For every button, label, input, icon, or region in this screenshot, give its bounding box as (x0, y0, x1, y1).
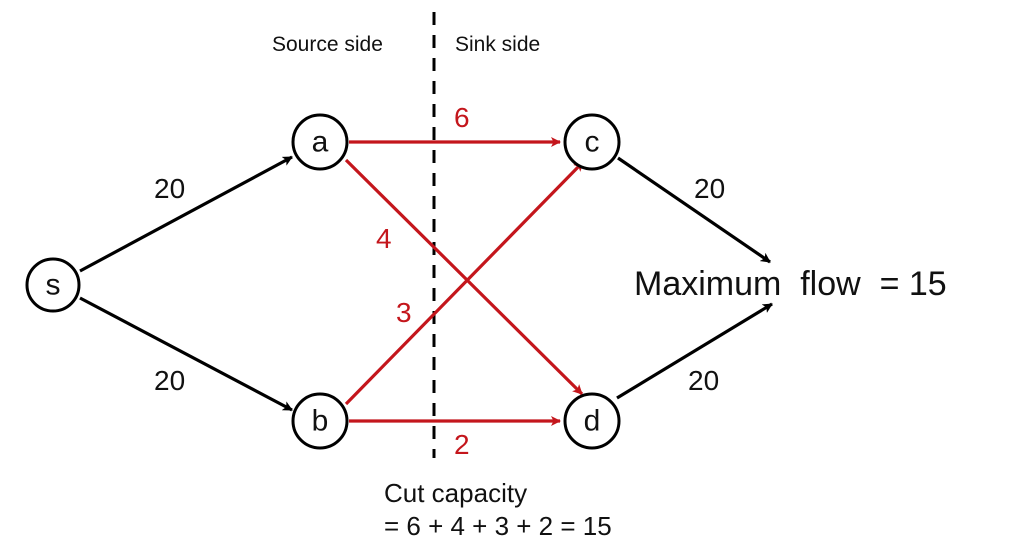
capacity-b-c: 3 (396, 297, 412, 328)
node-b-label: b (312, 405, 329, 438)
max-flow-label: Maximum flow = 15 (634, 265, 947, 303)
capacity-d-sink: 20 (688, 365, 719, 396)
edge-s-a (79, 155, 293, 273)
capacity-s-b: 20 (154, 365, 185, 396)
capacity-a-c: 6 (454, 102, 470, 133)
node-s-label: s (46, 269, 61, 302)
cut-capacity-title: Cut capacity (384, 478, 527, 508)
node-c: c (563, 113, 621, 171)
node-s: s (25, 257, 81, 313)
edge-a-d (344, 158, 584, 396)
capacity-c-sink: 20 (694, 173, 725, 204)
sink-side-label: Sink side (455, 33, 540, 56)
edge-c-sink (617, 156, 771, 264)
cut-capacity-formula: = 6 + 4 + 3 + 2 = 15 (384, 511, 612, 541)
node-d-label: d (584, 405, 601, 438)
source-side-label: Source side (272, 33, 383, 56)
edge-s-b (79, 296, 293, 412)
edge-b-c (344, 160, 585, 406)
node-d: d (563, 392, 621, 450)
capacity-b-d: 2 (454, 429, 470, 460)
capacity-s-a: 20 (154, 173, 185, 204)
capacity-a-d: 4 (376, 223, 392, 254)
node-c-label: c (585, 126, 600, 159)
node-b: b (291, 392, 349, 450)
node-a: a (291, 113, 349, 171)
node-a-label: a (312, 126, 329, 159)
edge-d-sink (616, 302, 773, 400)
